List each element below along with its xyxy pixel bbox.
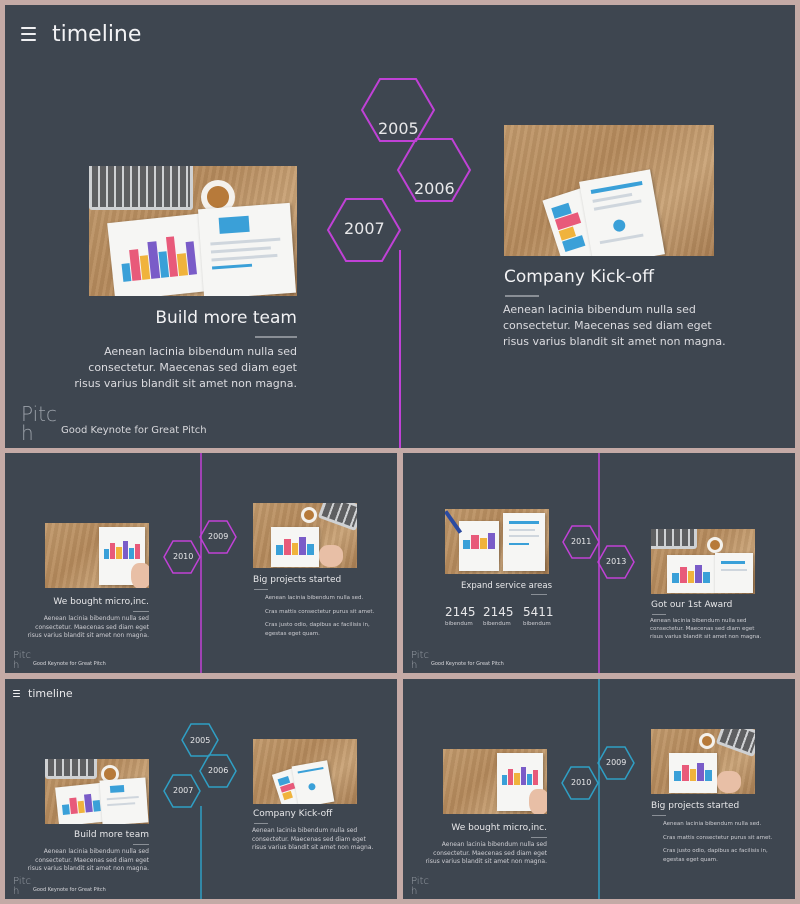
section-heading: We bought micro,inc. [451, 823, 547, 833]
hexagon-2007 [326, 198, 402, 262]
footer-tagline: Good Keynote for Great Pitch [61, 425, 207, 436]
year-label: 2005 [190, 736, 211, 745]
section-body: Aenean lacinia bibendum nulla sed consec… [650, 618, 762, 640]
hexagon-2010 [163, 540, 201, 574]
stat-label: bibendum [445, 621, 473, 627]
documents-photo [504, 125, 714, 256]
footer-tagline: Good Keynote for Great Pitch [431, 661, 504, 667]
page-title: timeline [28, 687, 73, 700]
section-list: Aenean lacinia bibendum nulla sed. Cras … [265, 595, 375, 637]
page-title: timeline [52, 22, 142, 47]
section-body: Aenean lacinia bibendum nulla sed consec… [252, 827, 374, 852]
slide-2: 2009 2010 We bought micro,inc. Aenean la… [5, 453, 397, 673]
divider [505, 295, 539, 297]
section-heading: We bought micro,inc. [53, 597, 149, 607]
divider [652, 614, 666, 615]
pitch-logo: Pitc h [411, 650, 430, 671]
hexagon-2006 [396, 138, 472, 202]
stat-value: 2145 [483, 605, 514, 619]
hexagon-2006 [199, 754, 237, 788]
pitch-logo: Pitc h [411, 876, 430, 897]
pitch-logo: Pitc h [21, 402, 58, 445]
section-body: Aenean lacinia bibendum nulla sed consec… [27, 615, 149, 640]
stat-value: 5411 [523, 605, 554, 619]
section-heading: Company Kick-off [504, 267, 654, 287]
timeline-graphic [163, 723, 237, 899]
year-label: 2013 [606, 557, 627, 566]
desk-photo [651, 529, 755, 594]
section-body: Aenean lacinia bibendum nulla sed consec… [425, 841, 547, 866]
section-heading: Big projects started [651, 801, 740, 811]
laptop-photo [253, 503, 357, 568]
year-label: 2010 [571, 778, 592, 787]
divider [531, 837, 547, 838]
section-heading: Company Kick-off [253, 809, 333, 819]
hexagon-2007 [163, 774, 201, 808]
year-label: 2011 [571, 537, 592, 546]
section-heading: Build more team [155, 308, 297, 328]
hexagon-2010 [561, 766, 599, 800]
desk-photo [443, 749, 547, 814]
pitch-logo: Pitc h [13, 876, 32, 897]
year-label: 2007 [173, 786, 194, 795]
section-heading: Build more team [74, 830, 149, 840]
desk-photo [45, 759, 149, 824]
timeline-graphic [561, 679, 635, 899]
timeline-graphic [326, 78, 472, 448]
hexagon-2005 [360, 78, 436, 142]
year-label: 2009 [208, 532, 229, 541]
section-list: Aenean lacinia bibendum nulla sed. Cras … [663, 821, 773, 863]
pitch-logo: Pitc h [13, 650, 32, 671]
year-label: 2007 [344, 219, 385, 238]
footer-tagline: Good Keynote for Great Pitch [33, 887, 106, 893]
hamburger-menu-icon[interactable] [21, 27, 36, 42]
divider [652, 815, 666, 816]
stat-label: bibendum [523, 621, 551, 627]
section-heading: Got our 1st Award [651, 600, 733, 610]
divider [254, 589, 268, 590]
divider [133, 844, 149, 845]
year-label: 2010 [173, 552, 194, 561]
slide-4: timeline 2005 2006 2007 Build more team … [5, 679, 397, 899]
year-label: 2005 [378, 119, 419, 138]
year-label: 2006 [208, 766, 229, 775]
footer-tagline: Good Keynote for Great Pitch [33, 661, 106, 667]
divider [531, 594, 547, 595]
documents-photo [253, 739, 357, 804]
desk-photo [89, 166, 297, 296]
laptop-photo [651, 729, 755, 794]
timeline-graphic [562, 453, 635, 673]
desk-photo [45, 523, 149, 588]
year-label: 2006 [414, 179, 455, 198]
year-label: 2009 [606, 758, 627, 767]
divider [255, 336, 297, 338]
hexagon-2013 [597, 545, 635, 579]
documents-photo [445, 509, 549, 574]
hexagon-2009 [597, 746, 635, 780]
divider [254, 823, 268, 824]
timeline-graphic [163, 453, 237, 673]
section-heading: Big projects started [253, 575, 342, 585]
section-body: Aenean lacinia bibendum nulla sed consec… [503, 303, 726, 348]
hexagon-2009 [199, 520, 237, 554]
slide-3: 2011 2013 Expand service areas 2145 bibe… [403, 453, 795, 673]
section-body: Aenean lacinia bibendum nulla sed consec… [27, 848, 149, 873]
slide-1: timeline 2005 2006 2007 Build more team … [5, 5, 795, 448]
divider [133, 611, 149, 612]
slide-5: 2009 2010 We bought micro,inc. Aenean la… [403, 679, 795, 899]
section-heading: Expand service areas [461, 581, 553, 591]
stat-value: 2145 [445, 605, 476, 619]
stat-label: bibendum [483, 621, 511, 627]
hamburger-menu-icon[interactable] [13, 690, 20, 697]
hexagon-2011 [562, 525, 600, 559]
section-body: Aenean lacinia bibendum nulla sed consec… [74, 345, 297, 390]
